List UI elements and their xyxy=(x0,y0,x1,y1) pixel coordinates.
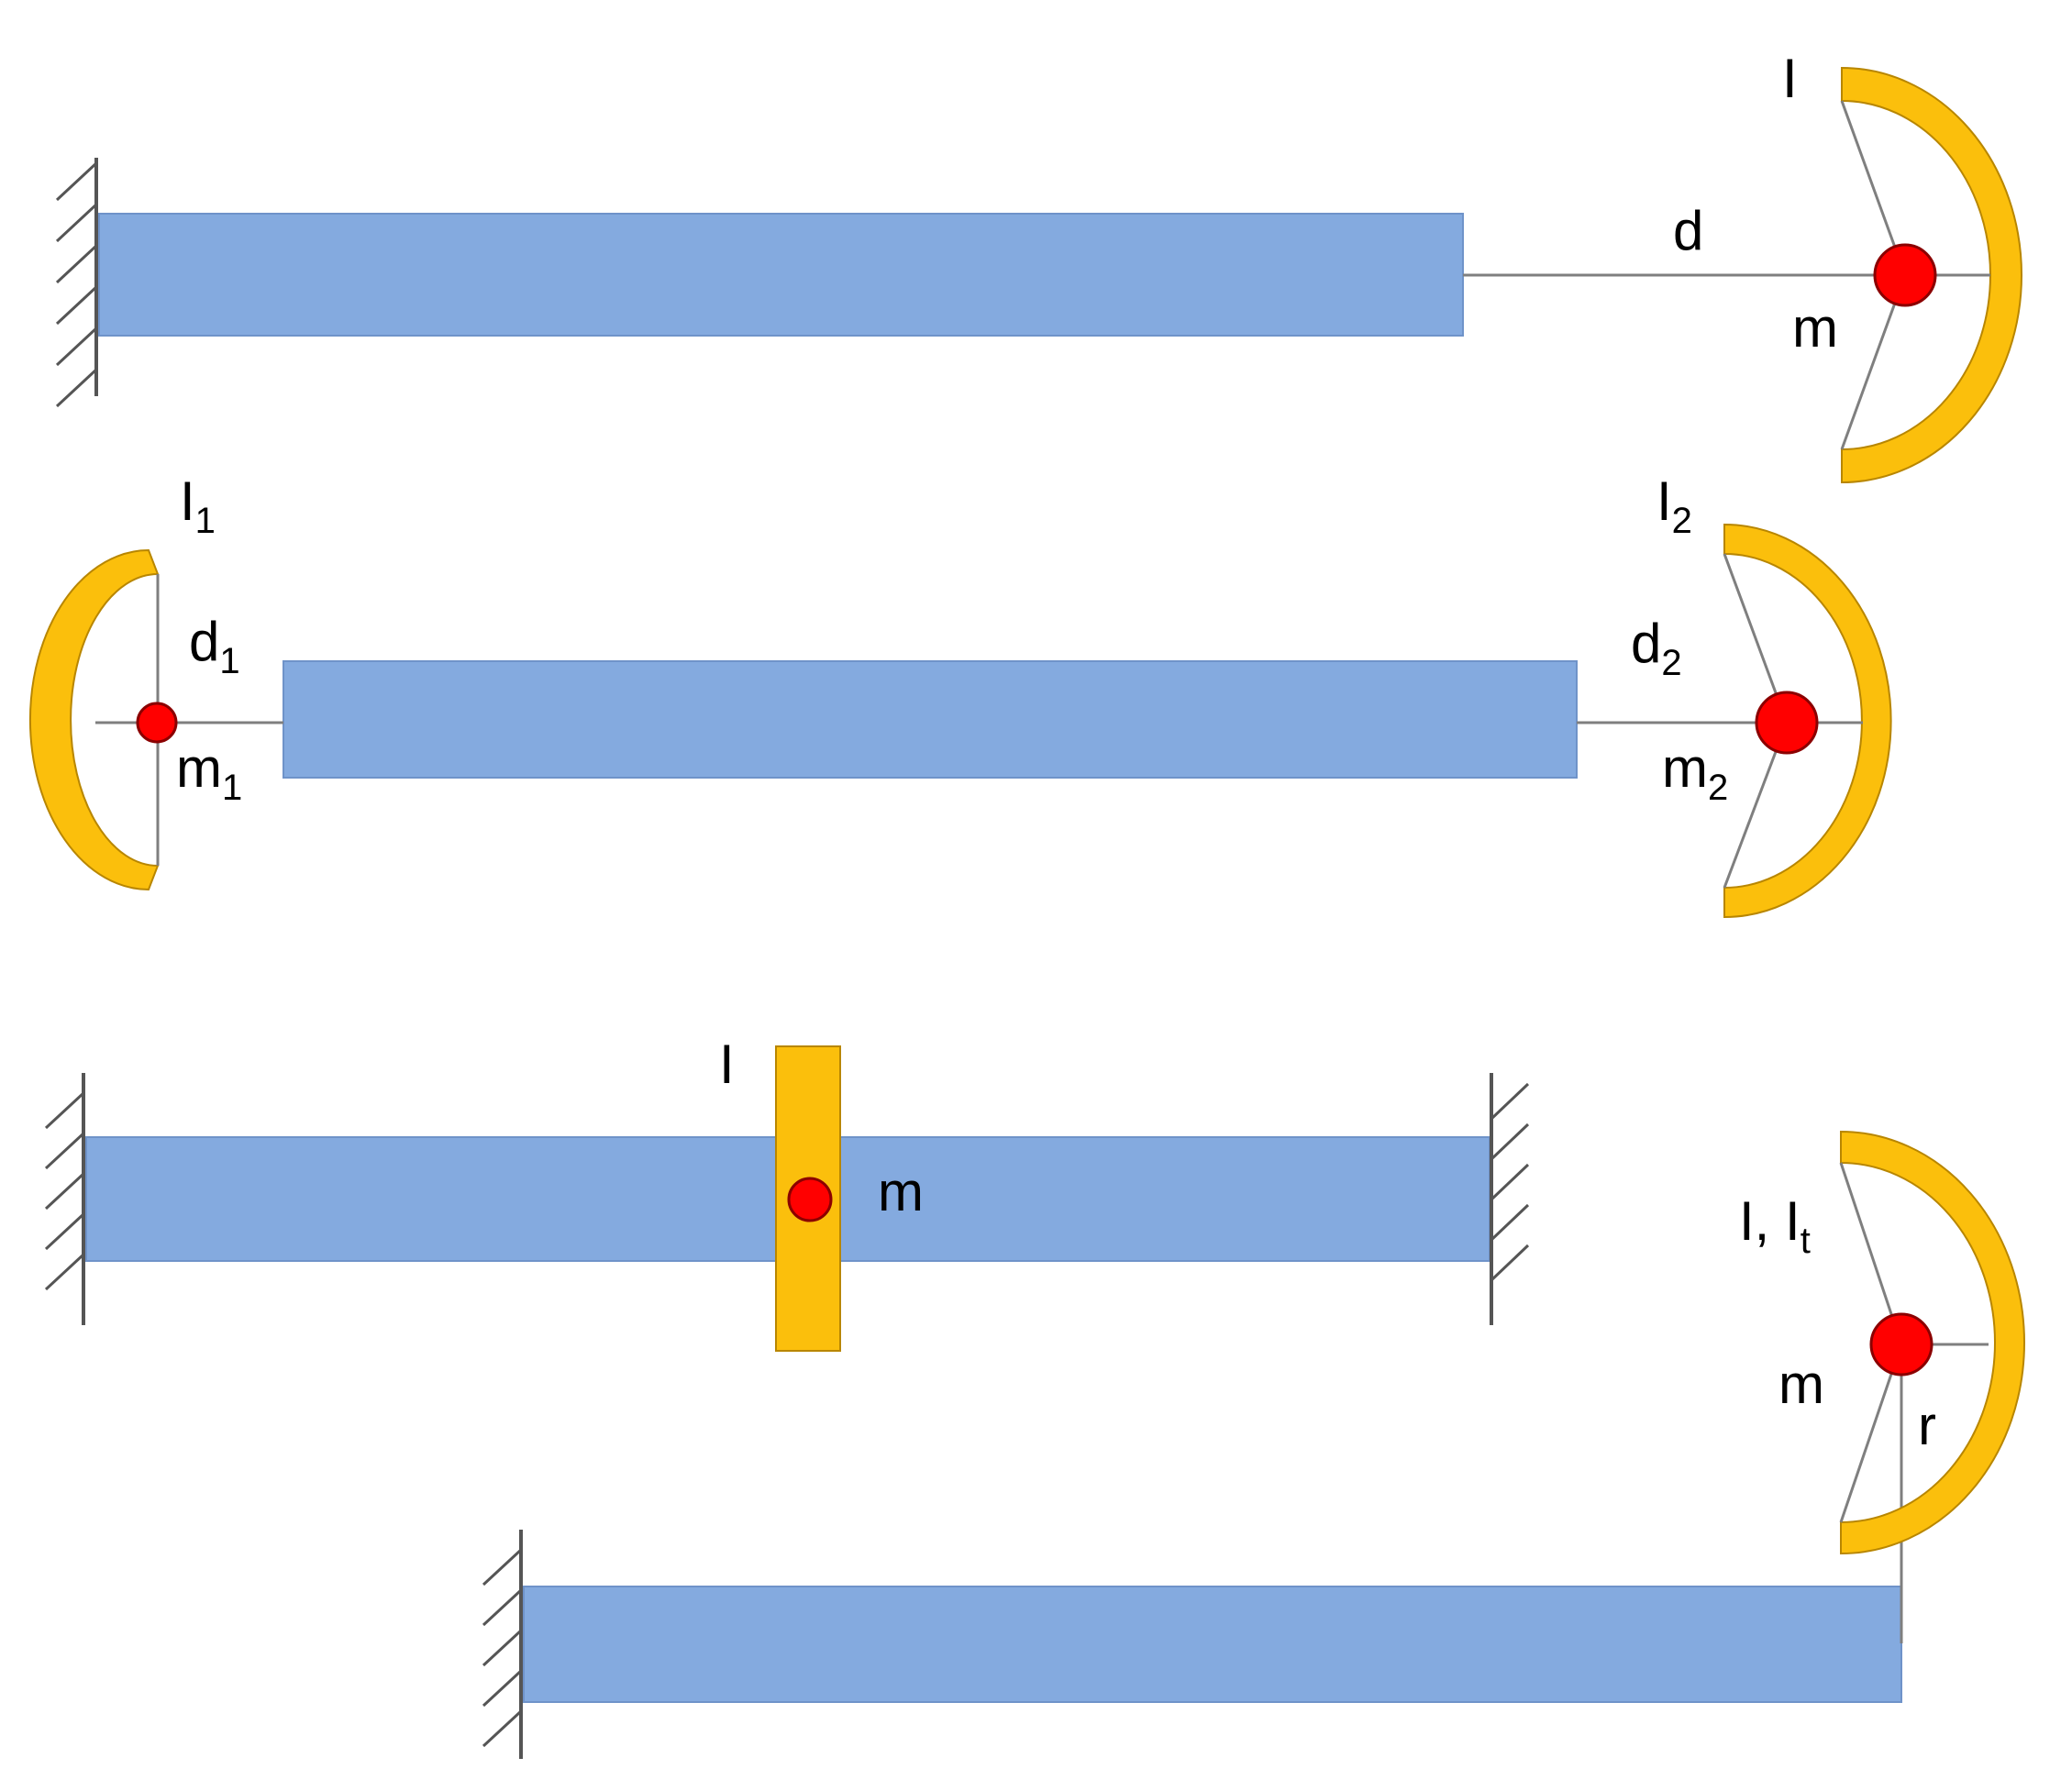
left-distance-label: d1 xyxy=(189,611,240,681)
left-point-mass xyxy=(136,702,178,744)
radius-label: r xyxy=(1918,1395,1936,1456)
point-mass xyxy=(787,1177,833,1222)
inertia-label: I xyxy=(719,1034,735,1095)
right-inertia-label: I2 xyxy=(1656,470,1692,541)
inertia-label: I, It xyxy=(1739,1190,1811,1261)
right-point-mass xyxy=(1755,691,1819,755)
beam xyxy=(283,660,1578,779)
point-mass xyxy=(1869,1312,1933,1376)
diagram-3: I m xyxy=(44,1034,1530,1352)
mass-label: m xyxy=(878,1161,924,1222)
diagram-2: I1 d1 m1 I2 d2 m2 xyxy=(28,470,1892,919)
beam xyxy=(98,213,1464,337)
beam xyxy=(523,1586,1902,1703)
clamped-support-left xyxy=(482,1530,523,1759)
left-mass-label: m1 xyxy=(176,737,242,808)
right-mass-label: m2 xyxy=(1662,737,1728,808)
clamped-support-left xyxy=(44,1073,85,1325)
mass-label: m xyxy=(1792,297,1838,359)
diagram-4: I, It m r xyxy=(482,1130,2025,1759)
diagram-1: I d m xyxy=(55,48,2022,484)
inertia-label: I xyxy=(1782,48,1798,109)
left-inertia-label: I1 xyxy=(180,470,216,541)
mass-label: m xyxy=(1778,1354,1824,1415)
clamped-support-left xyxy=(55,158,98,408)
point-mass xyxy=(1873,243,1937,307)
distance-label: d xyxy=(1673,200,1703,261)
right-distance-label: d2 xyxy=(1631,613,1682,683)
clamped-support-right xyxy=(1490,1073,1530,1325)
